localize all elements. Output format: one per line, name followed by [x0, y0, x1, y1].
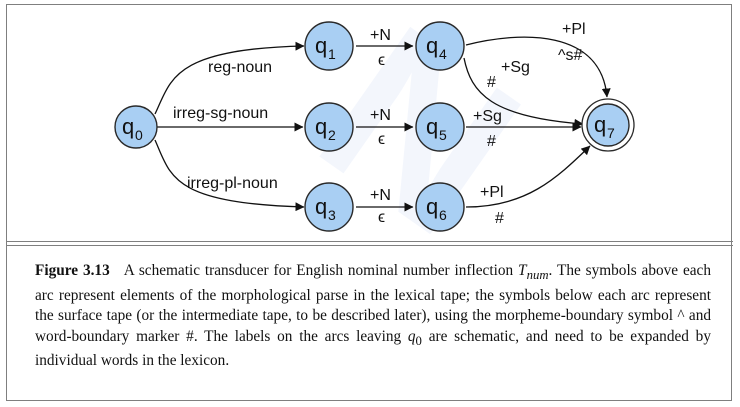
arc-q0-q3 [154, 139, 305, 212]
svg-text:4: 4 [439, 46, 447, 62]
arc-q0-q1 [154, 41, 305, 115]
arc-q4-q7-sg [463, 57, 584, 128]
caption-text-1: A schematic transducer for English nomin… [123, 262, 519, 279]
svg-text:q: q [426, 33, 438, 58]
label-q4q7-pl-lower: ^s# [558, 47, 583, 64]
transducer-symbol: Tnum [518, 262, 549, 283]
svg-text:6: 6 [439, 207, 447, 223]
state-q5: q 5 [415, 102, 465, 152]
label-q5q7-upper: +Sg [473, 108, 502, 125]
caption-text-3: are schematic, and need to be expanded b… [35, 327, 711, 370]
state-q2: q 2 [304, 102, 354, 152]
label-irreg-pl-noun: irreg-pl-noun [187, 175, 278, 192]
svg-text:q: q [426, 114, 438, 139]
svg-text:q: q [315, 114, 327, 139]
figure-label: Figure 3.13 [35, 262, 110, 279]
state-q7-final: q 7 [581, 98, 635, 152]
label-reg-noun: reg-noun [208, 59, 272, 76]
caption-divider-bottom [7, 245, 733, 246]
label-q2q5-lower: ϵ [378, 131, 385, 148]
label-q3q6-upper: +N [370, 187, 391, 204]
label-q6q7-upper: +Pl [480, 184, 504, 201]
svg-text:q: q [315, 33, 327, 58]
svg-text:q: q [594, 112, 606, 137]
caption-divider-top [7, 241, 733, 242]
svg-text:2: 2 [328, 127, 336, 143]
transducer-diagram: N reg-noun irreg-sg-noun irreg-pl-noun +… [114, 5, 635, 245]
state-q6: q 6 [415, 182, 465, 232]
label-q3q6-lower: ϵ [378, 209, 385, 226]
svg-text:7: 7 [607, 125, 615, 141]
figure-caption: Figure 3.13 A schematic transducer for En… [35, 261, 711, 372]
svg-text:1: 1 [328, 46, 336, 62]
label-q4q7-sg-lower: # [487, 74, 496, 91]
label-q1q4-upper: +N [370, 27, 391, 44]
label-q2q5-upper: +N [370, 107, 391, 124]
svg-text:0: 0 [135, 127, 143, 143]
label-q6q7-lower: # [495, 210, 504, 227]
svg-text:3: 3 [328, 207, 336, 223]
figure-frame: N reg-noun irreg-sg-noun irreg-pl-noun +… [6, 4, 733, 401]
arc-q4-q7-pl [465, 36, 611, 98]
caption-text-2: . The symbols above each arc represent e… [35, 262, 711, 345]
arc-q6-q7 [465, 145, 591, 208]
svg-text:q: q [315, 194, 327, 219]
label-irreg-sg-noun: irreg-sg-noun [173, 105, 268, 122]
state-q0: q 0 [114, 105, 158, 149]
label-q5q7-lower: # [487, 133, 496, 150]
label-q1q4-lower: ϵ [378, 52, 385, 69]
svg-text:q: q [122, 114, 134, 139]
state-q1: q 1 [304, 21, 354, 71]
svg-text:q: q [426, 194, 438, 219]
label-q4q7-sg-upper: +Sg [501, 59, 530, 76]
start-state-symbol: q0 [407, 327, 422, 348]
state-q4: q 4 [415, 21, 465, 71]
svg-text:5: 5 [439, 127, 447, 143]
label-q4q7-pl-upper: +Pl [562, 21, 586, 38]
state-q3: q 3 [304, 182, 354, 232]
